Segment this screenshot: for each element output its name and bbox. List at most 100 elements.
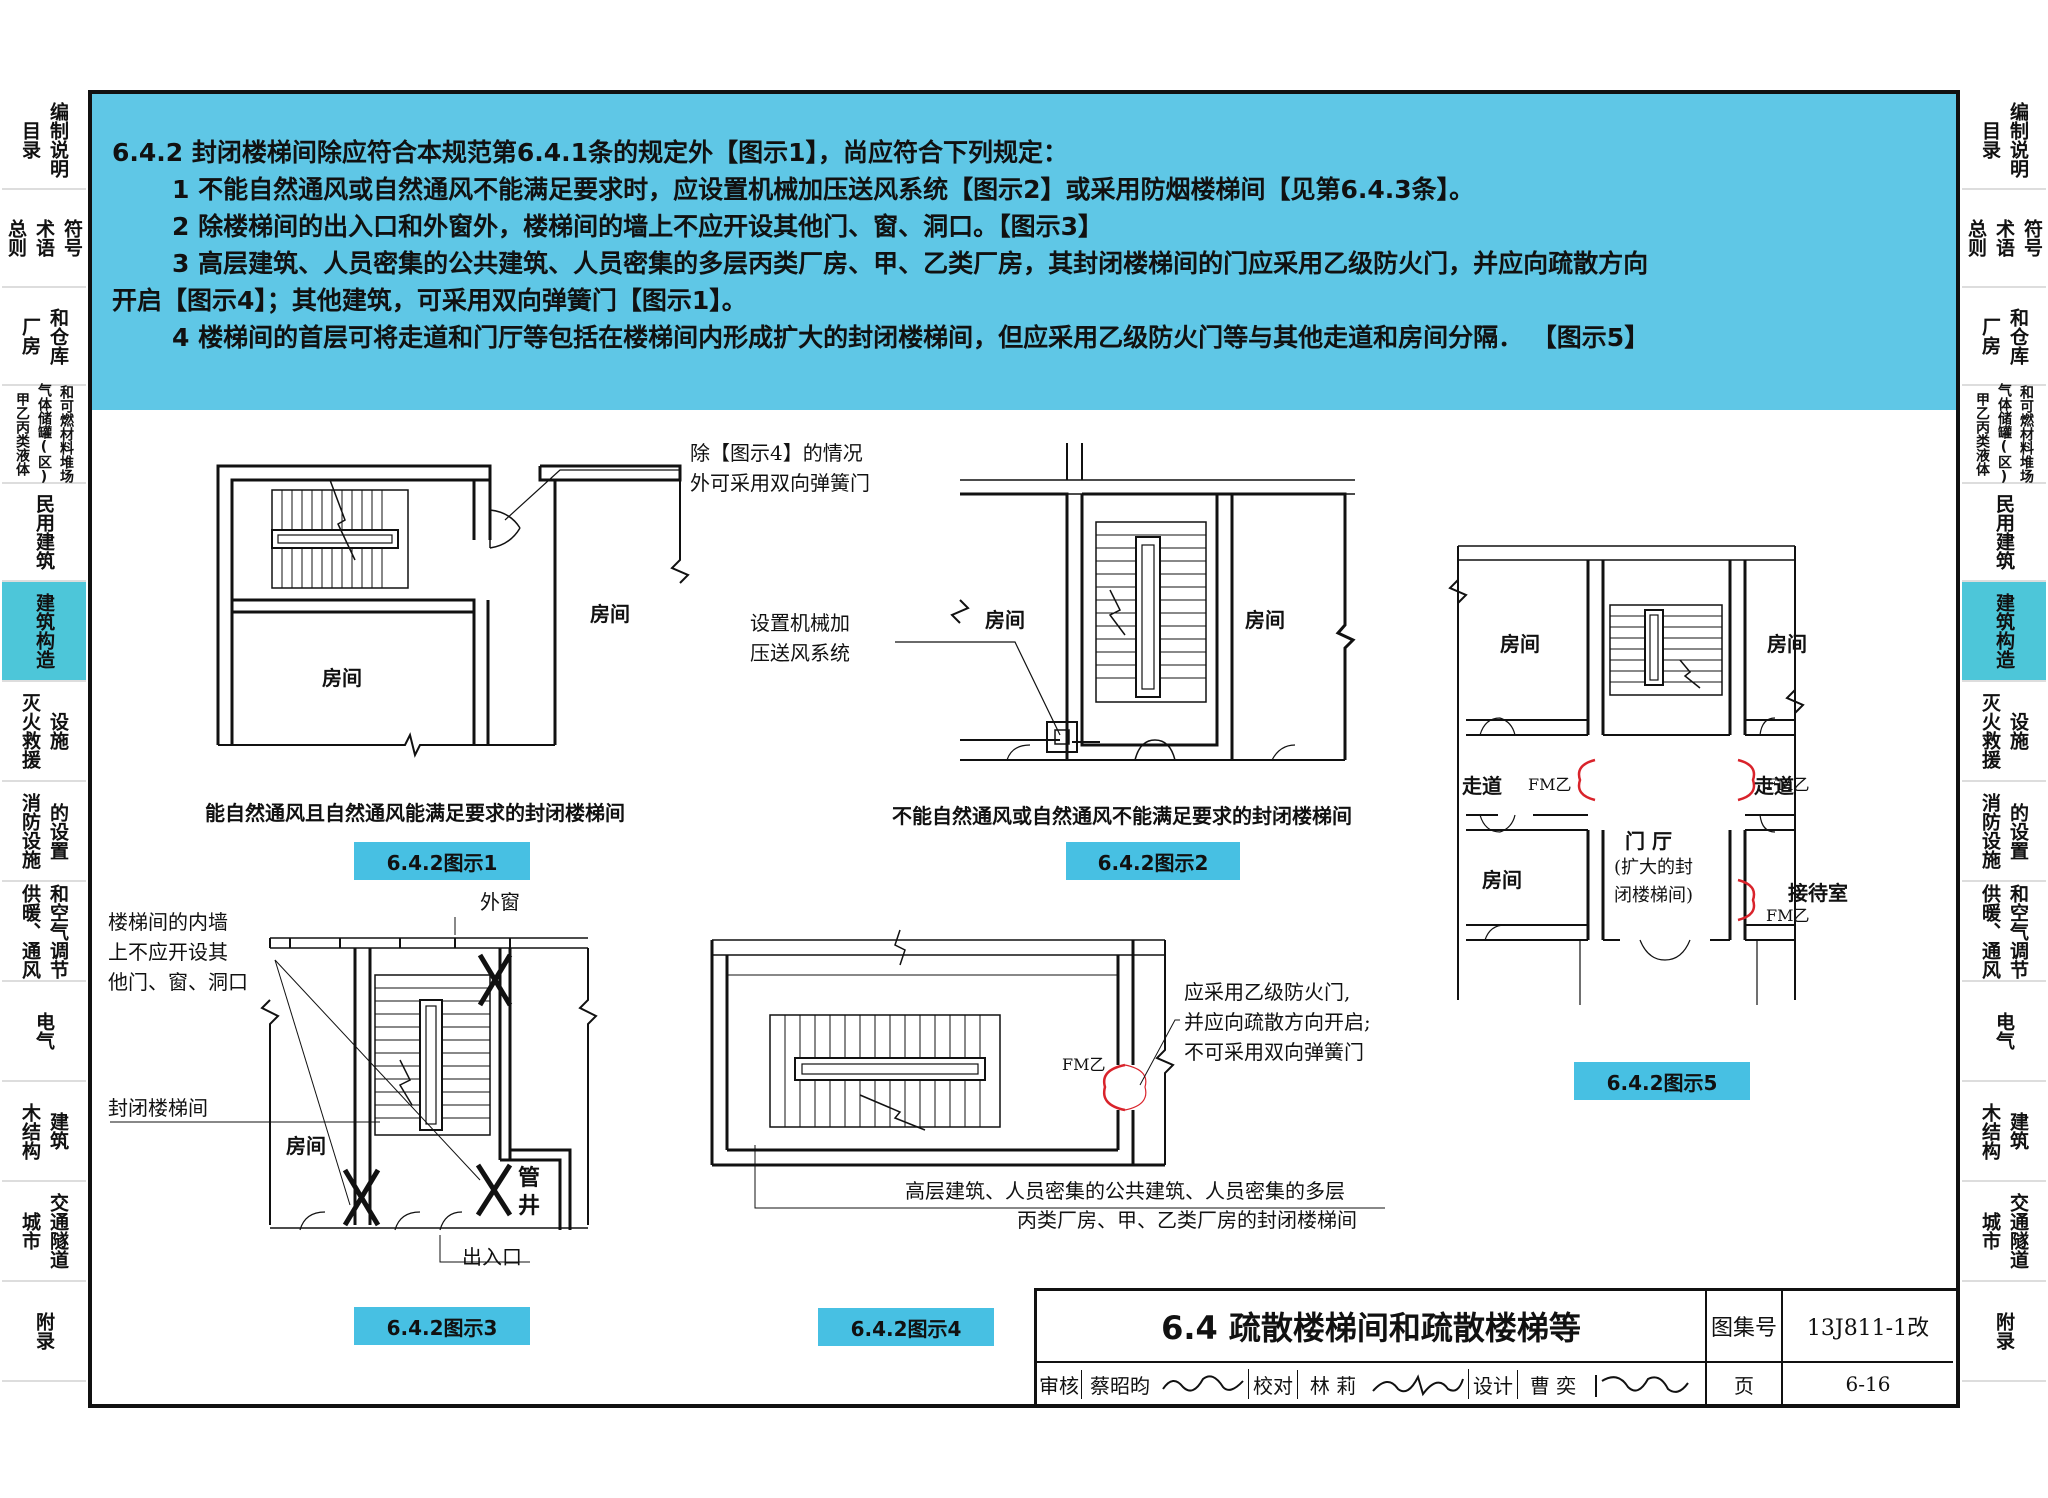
left-tab-3[interactable]: 甲乙丙类液体气体储罐(区)和可燃材料堆场: [2, 383, 86, 485]
fig3-room-label: 房间: [286, 1134, 326, 1158]
fig3-caption: 6.4.2图示3: [354, 1307, 530, 1345]
tab-label: 编制说明: [2007, 102, 2029, 178]
right-tab-0[interactable]: 目录编制说明: [1962, 92, 2046, 190]
tab-label: 消防设施: [19, 793, 41, 869]
fig4-note-line-3: 不可采用双向弹簧门: [1184, 1040, 1364, 1064]
left-tab-2[interactable]: 厂房和仓库: [2, 288, 86, 386]
fig1-note-line-2: 外可采用双向弹簧门: [690, 471, 870, 495]
check-name: 林 莉: [1309, 1373, 1357, 1398]
tab-label: 目录: [1979, 121, 2001, 159]
left-tab-11[interactable]: 城市交通隧道: [2, 1182, 86, 1282]
fig5-hall-sub-1: (扩大的封: [1614, 857, 1694, 878]
page-number: 6-16: [1845, 1372, 1891, 1396]
fig3-shaft-label: 管: [518, 1166, 541, 1191]
fig1-title: 能自然通风且自然通风能满足要求的封闭楼梯间: [205, 801, 625, 825]
right-tab-12[interactable]: 附录: [1962, 1282, 2046, 1382]
review-name: 蔡昭昀: [1090, 1373, 1150, 1398]
fig5-plan: [1448, 545, 1805, 1005]
left-tab-4[interactable]: 民用建筑: [2, 484, 86, 582]
fig5-corridor-label: 走道: [1462, 774, 1502, 798]
check-label: 校对: [1249, 1369, 1298, 1399]
left-tab-10[interactable]: 木结构建筑: [2, 1082, 86, 1182]
tab-label: 城市: [1979, 1212, 2001, 1250]
tab-label: 和空气调节: [2007, 883, 2029, 979]
right-tab-5[interactable]: 建筑构造: [1962, 582, 2046, 682]
left-tab-9[interactable]: 电气: [2, 982, 86, 1082]
tab-label: 术语: [1993, 219, 2015, 257]
left-tab-8[interactable]: 供暖、通风和空气调节: [2, 882, 86, 982]
fig1-caption: 6.4.2图示1: [354, 842, 530, 880]
tab-label: 厂房: [19, 317, 41, 355]
right-tab-1[interactable]: 总则术语符号: [1962, 190, 2046, 288]
tab-label: 气体储罐(区): [36, 383, 52, 485]
tab-label: 设施: [47, 712, 69, 750]
atlas-label: 图集号: [1710, 1316, 1777, 1341]
fig4-title-line-1: 高层建筑、人员密集的公共建筑、人员密集的多层: [905, 1179, 1345, 1203]
right-tab-8[interactable]: 供暖、通风和空气调节: [1962, 882, 2046, 982]
design-label: 设计: [1469, 1369, 1518, 1399]
review-label: 审核: [1037, 1369, 1082, 1399]
fig2-caption: 6.4.2图示2: [1066, 842, 1240, 880]
right-tab-9[interactable]: 电气: [1962, 982, 2046, 1082]
right-tab-11[interactable]: 城市交通隧道: [1962, 1182, 2046, 1282]
fig5-room-label: 房间: [1500, 632, 1540, 656]
fig3-plan: [110, 917, 598, 1263]
left-tab-5[interactable]: 建筑构造: [2, 582, 86, 682]
right-tab-7[interactable]: 消防设施的设置: [1962, 782, 2046, 882]
fig4-note-line-1: 应采用乙级防火门,: [1184, 980, 1351, 1004]
tab-label: 交通隧道: [2007, 1193, 2029, 1269]
fig1-plan: [216, 464, 690, 758]
tab-label: 建筑: [47, 1112, 69, 1150]
tab-label: 的设置: [47, 802, 69, 860]
fig5-caption: 6.4.2图示5: [1574, 1062, 1750, 1100]
design-signature: [1588, 1369, 1692, 1399]
fig3-note-line-1: 楼梯间的内墙: [108, 910, 228, 934]
tab-label: 设施: [2007, 712, 2029, 750]
fig4-door-label: FM乙: [1062, 1055, 1106, 1074]
left-tab-7[interactable]: 消防设施的设置: [2, 782, 86, 882]
tab-label: 城市: [19, 1212, 41, 1250]
right-tab-2[interactable]: 厂房和仓库: [1962, 288, 2046, 386]
tab-label: 术语: [33, 219, 55, 257]
tab-label: 交通隧道: [47, 1193, 69, 1269]
tab-label: 符号: [61, 219, 83, 257]
tab-label: 电气: [1993, 1012, 2015, 1050]
fig5-reception-label: 接待室: [1788, 881, 1848, 905]
left-tab-0[interactable]: 目录编制说明: [2, 92, 86, 190]
right-tab-3[interactable]: 甲乙丙类液体气体储罐(区)和可燃材料堆场: [1962, 383, 2046, 485]
fig3-note-line-2: 上不应开设其: [108, 940, 228, 964]
fig2-title: 不能自然通风或自然通风不能满足要求的封闭楼梯间: [892, 804, 1352, 828]
fig3-stair-label: 封闭楼梯间: [108, 1096, 208, 1120]
tab-label: 灭火救援: [19, 693, 41, 769]
right-tab-6[interactable]: 灭火救援设施: [1962, 682, 2046, 782]
tab-label: 灭火救援: [1979, 693, 2001, 769]
tab-label: 和空气调节: [47, 883, 69, 979]
fig1-note-line-1: 除【图示4】的情况: [690, 441, 863, 465]
tab-label: 总则: [1965, 219, 1987, 257]
left-tab-6[interactable]: 灭火救援设施: [2, 682, 86, 782]
tab-label: 的设置: [2007, 802, 2029, 860]
right-tab-4[interactable]: 民用建筑: [1962, 484, 2046, 582]
page-label: 页: [1734, 1373, 1754, 1398]
tab-label: 供暖、通风: [19, 883, 41, 979]
tab-label: 总则: [5, 219, 27, 257]
right-tab-10[interactable]: 木结构建筑: [1962, 1082, 2046, 1182]
tab-label: 编制说明: [47, 102, 69, 178]
tab-label: 附录: [1993, 1312, 2015, 1350]
fig5-room-label: 房间: [1767, 632, 1807, 656]
left-tab-1[interactable]: 总则术语符号: [2, 190, 86, 288]
title-block: 6.4 疏散楼梯间和疏散楼梯等 图集号 13J811-1改 审核 蔡昭昀 校对 …: [1034, 1288, 1956, 1405]
tab-label: 供暖、通风: [1979, 883, 2001, 979]
tab-label: 木结构: [1979, 1102, 2001, 1160]
fig4-title-line-2: 丙类厂房、甲、乙类厂房的封闭楼梯间: [1017, 1208, 1357, 1232]
fig5-door-label: FM乙: [1528, 775, 1572, 794]
fig2-room-label: 房间: [1245, 608, 1285, 632]
tab-label: 和可燃材料堆场: [2018, 385, 2034, 483]
tab-label: 电气: [33, 1012, 55, 1050]
tab-label: 甲乙丙类液体: [1974, 392, 1990, 476]
clause-line-5: 开启【图示4】；其他建筑，可采用双向弹簧门【图示1】。: [112, 286, 747, 315]
tab-label: 附录: [33, 1312, 55, 1350]
design-name: 曹 奕: [1529, 1373, 1577, 1398]
left-tab-12[interactable]: 附录: [2, 1282, 86, 1382]
